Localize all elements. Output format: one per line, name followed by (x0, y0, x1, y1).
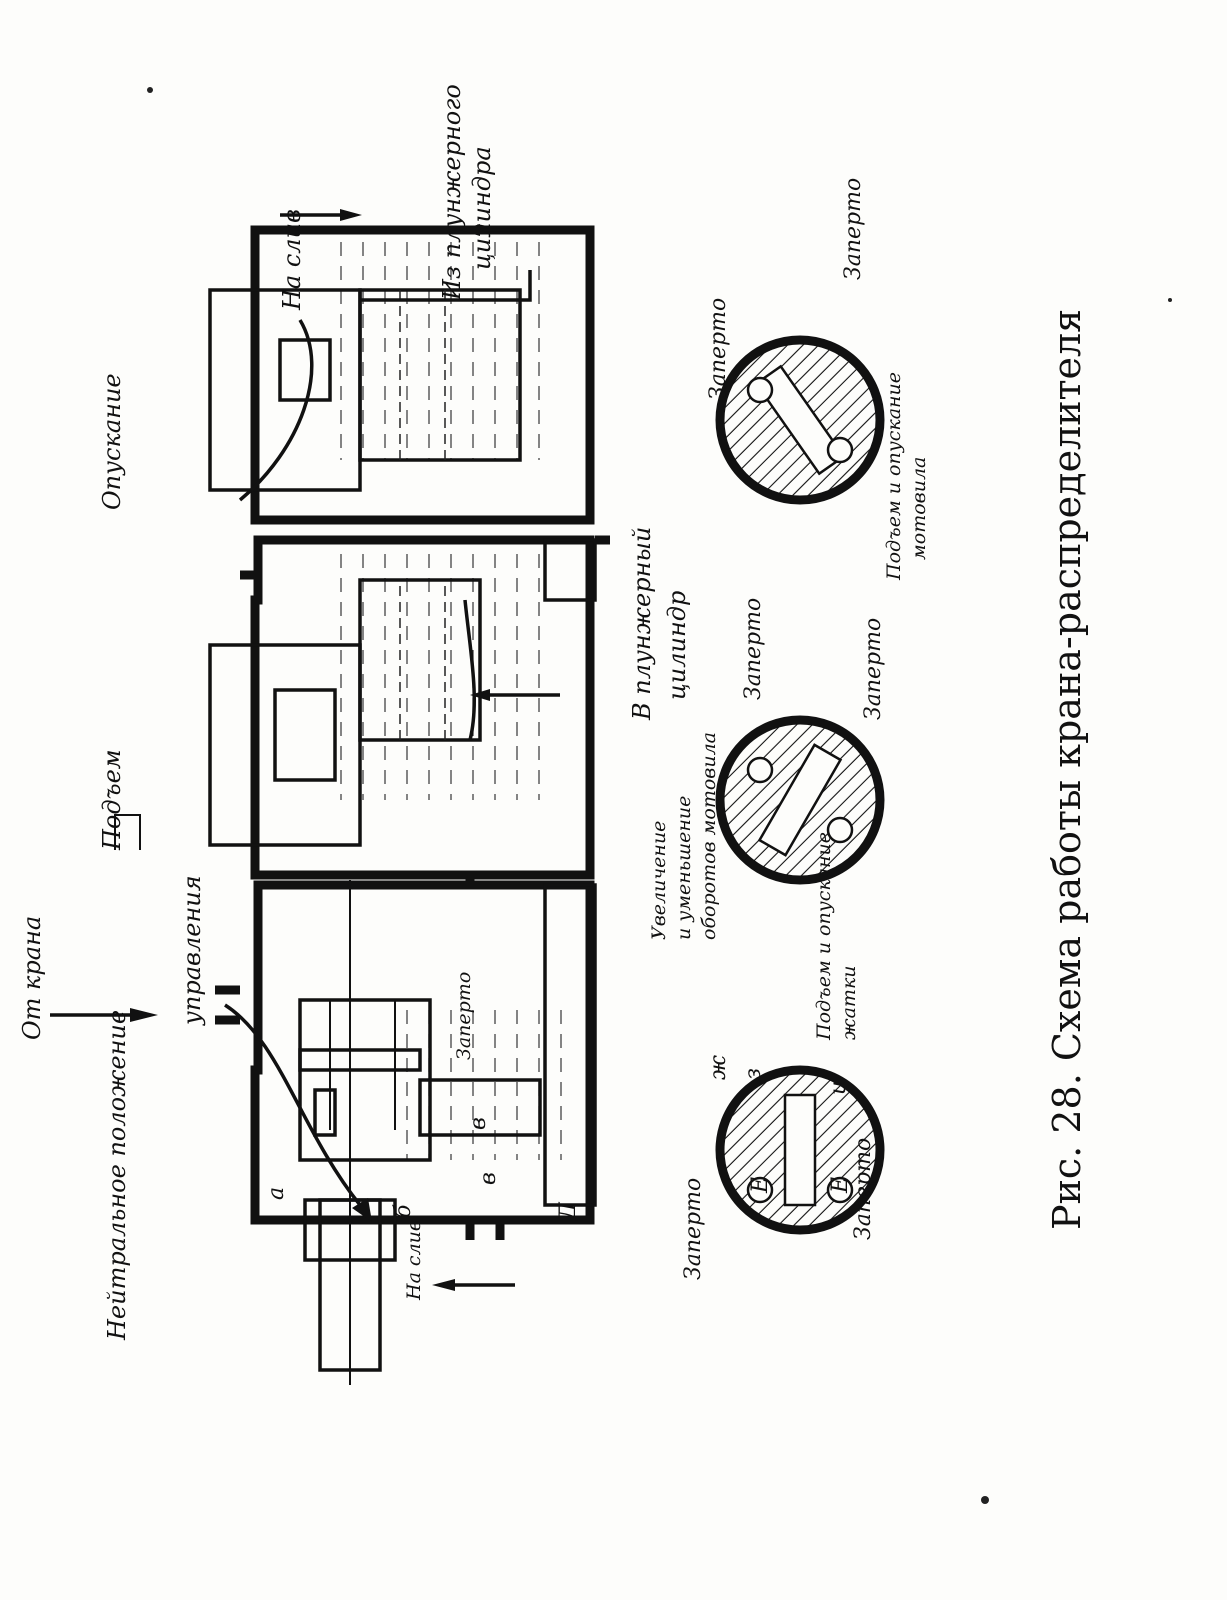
scan-speck (1168, 298, 1172, 302)
flow-arrow (463, 599, 477, 741)
valve-channel (754, 364, 846, 476)
spool (358, 578, 482, 742)
outlet-arrowhead (470, 689, 490, 701)
from-crane-label-1: От крана (18, 916, 46, 1040)
valve-rim (715, 715, 885, 885)
to-plunger-label-2: цилиндр (663, 591, 691, 700)
closed-label-1: Заперто (453, 972, 475, 1060)
flow-arrowhead (352, 1198, 372, 1222)
fluid-hatch (330, 230, 550, 460)
spool-land (298, 1048, 422, 1072)
stem-head (273, 688, 337, 782)
valve-rim (715, 1065, 885, 1235)
drain-port (465, 1220, 505, 1240)
valve-channel (783, 1093, 817, 1207)
v2-closed-top: Заперто (741, 598, 766, 700)
rotary-valve-1: Заперто Заперто ж з и Е Е Подъем и опуск… (681, 832, 885, 1280)
v1-closed-left: Заперто (681, 1178, 706, 1280)
scan-speck (147, 87, 153, 93)
lift-bracket (114, 814, 141, 850)
from-plunger-label-1: Из плунжерного (438, 84, 466, 301)
hole-e2 (826, 1176, 854, 1204)
rotary-valve-3: Заперто Заперто Подъем и опускание мотов… (706, 178, 930, 581)
valve-rim (715, 335, 885, 505)
letter-i: и (826, 1081, 851, 1095)
hole-e1 (746, 1176, 774, 1204)
spool (358, 288, 522, 462)
drain-arrowhead (340, 209, 362, 221)
hole-1 (746, 756, 774, 784)
return-channel (360, 270, 532, 302)
letter-d: Д (556, 1201, 581, 1221)
v3-purpose-1: Подъем и опускание (883, 372, 905, 581)
letter-v-1: в (476, 1172, 501, 1185)
drain-label-1: На слив (403, 1220, 425, 1301)
rotary-valve-2: Увеличение и уменьшение оборотов мотовил… (648, 598, 886, 940)
drain-label-2: На слив (278, 209, 306, 311)
letter-zh: ж (706, 1055, 731, 1080)
from-plunger-label-2: цилиндра (468, 146, 496, 270)
letter-b: б (391, 1204, 416, 1218)
figure-caption: Рис. 28. Схема работы крана-распределите… (1045, 309, 1089, 1230)
inlet-arrowhead (130, 1008, 158, 1022)
inlet-port (215, 985, 240, 1025)
to-plunger-label-1: В плунжерный (628, 527, 656, 721)
piston-plate-left (418, 1078, 542, 1137)
v1-purpose-2: жатки (838, 965, 860, 1040)
neutral-position-diagram: Нейтральное положение От крана (18, 872, 597, 1385)
lift-title: Подъем (98, 749, 126, 851)
hole-2 (826, 816, 854, 844)
neutral-title: Нейтральное положение (103, 1010, 131, 1341)
piston-plate-right (313, 1088, 337, 1137)
letter-z: з (741, 1068, 766, 1080)
v2-closed-right: Заперто (861, 618, 886, 720)
v2-purpose-1: Увеличение (648, 821, 670, 940)
v2-purpose-2: и уменьшение (673, 796, 695, 940)
body-wall (250, 880, 595, 1225)
valve-channel (757, 743, 843, 857)
body-wall (250, 225, 595, 525)
flow-arrow (238, 319, 314, 502)
drain-arrowhead (432, 1279, 455, 1291)
letter-a: а (264, 1187, 289, 1200)
scan-speck (981, 1496, 989, 1504)
v2-purpose-3: оборотов мотовила (698, 732, 720, 940)
valve-stem (208, 643, 362, 847)
from-crane-label-2: управления (178, 875, 206, 1026)
letter-v-2: в (466, 1117, 491, 1130)
stem-head (278, 338, 332, 402)
letter-e2: Е (828, 1177, 853, 1194)
v1-purpose-1: Подъем и опускание (813, 832, 835, 1041)
bottom-block (543, 883, 597, 1207)
inlet-arrowhead (460, 224, 480, 236)
body-wall (250, 535, 595, 880)
lower-diagram: Опускание На слив Из плунжерного цилиндр… (98, 84, 595, 525)
flow-arrow (224, 1003, 362, 1207)
lift-diagram: Подъем В плунжерный цилиндр (98, 527, 691, 880)
hole-1 (746, 376, 774, 404)
ports (240, 535, 610, 580)
stem-head (303, 1198, 397, 1262)
letter-e1: Е (748, 1177, 773, 1194)
bottom-block (543, 538, 597, 602)
lower-title: Опускание (98, 373, 126, 510)
v3-closed-right: Заперто (841, 178, 866, 280)
v1-closed-right: Заперто (851, 1138, 876, 1240)
v3-closed-left: Заперто (706, 298, 731, 400)
hole-2 (826, 436, 854, 464)
v3-purpose-2: мотовила (908, 457, 930, 560)
fluid-hatch (330, 540, 550, 800)
